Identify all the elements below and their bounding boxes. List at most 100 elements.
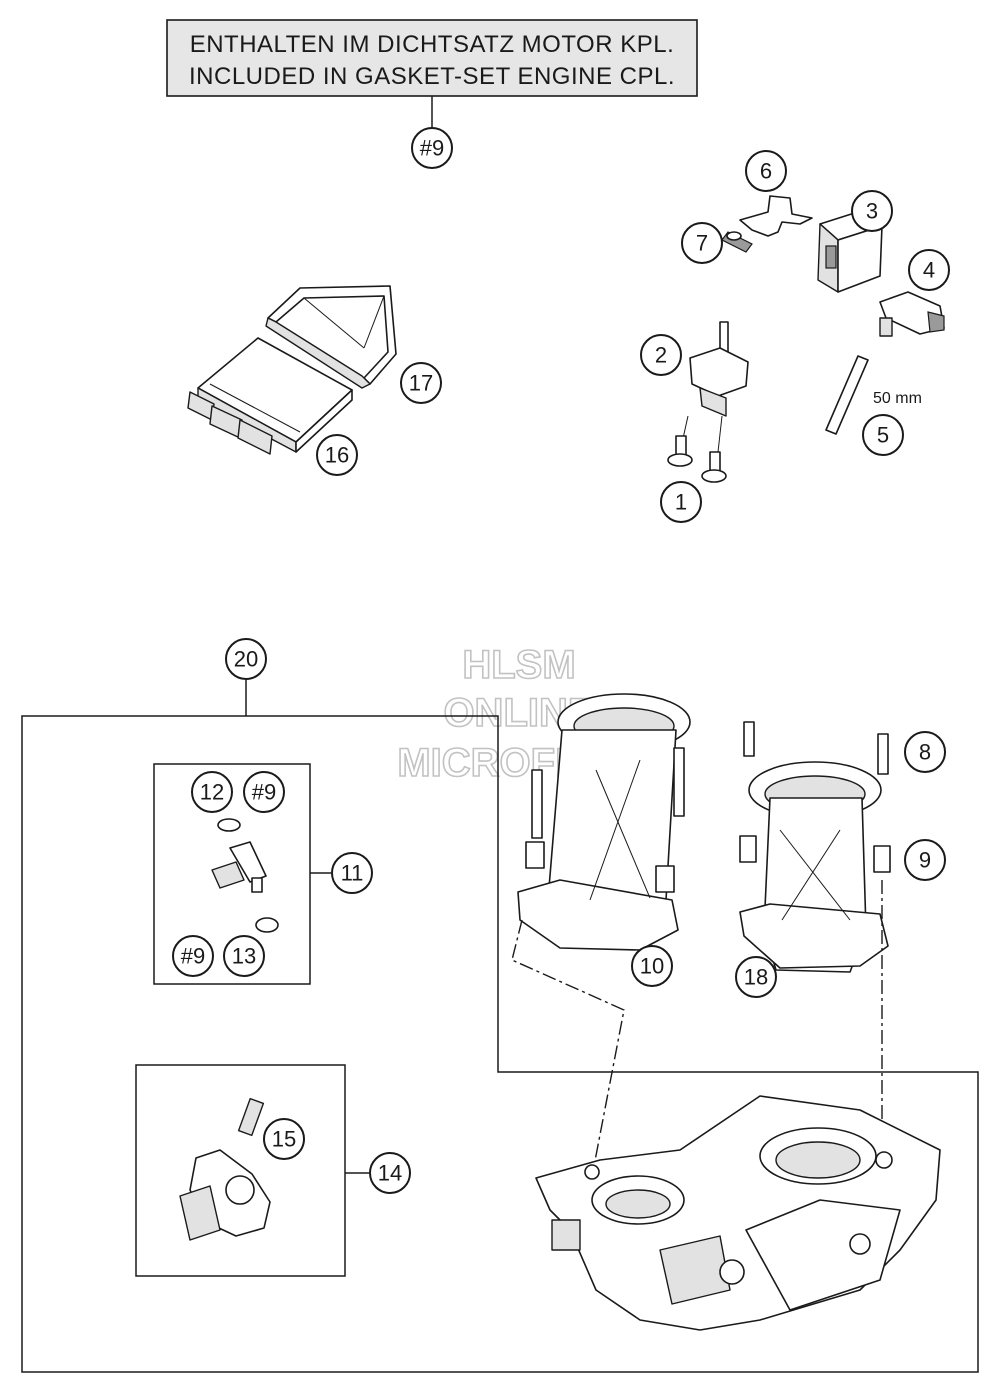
hose-length-label: 50 mm [873,390,922,407]
callout-gasket-set-upper-o-ring[interactable]: #9 [243,771,285,813]
screw-a-head [667,453,693,467]
callouts: #9 1 2 3 4 5 6 7 [172,127,950,1194]
svg-text:5: 5 [877,423,889,448]
holder-base [265,317,371,389]
runner-10-rib-a [595,769,651,899]
runner-10-bush-right [655,865,675,893]
callout-15[interactable]: 15 [263,1118,305,1160]
svg-text:12: 12 [200,780,224,805]
notice-box [166,19,698,97]
callout-14[interactable]: 14 [369,1152,411,1194]
assembly-frames [21,680,979,1373]
callout-gasket-set-lower-o-ring[interactable]: #9 [172,935,214,977]
assembly-lines [511,880,883,1167]
callout-13[interactable]: 13 [223,935,265,977]
svg-text:20: 20 [234,647,258,672]
runner-18-rib-a [779,829,851,921]
notice-line-german: ENTHALTEN IM DICHTSATZ MOTOR KPL. [190,31,675,58]
callout-9[interactable]: 9 [904,839,946,881]
svg-text:16: 16 [325,443,349,468]
injector-body [229,841,267,883]
fuel-injector [211,818,279,933]
callout-1[interactable]: 1 [660,481,702,523]
callout-gasket-set[interactable]: #9 [411,127,453,169]
runner-18-bolt-right [877,733,889,775]
svg-text:6: 6 [760,159,772,184]
svg-text:11: 11 [341,861,364,886]
throttle-position-sensor [679,321,749,471]
linkage-pivot [719,1259,745,1285]
callout-11[interactable]: 11 [331,852,373,894]
tps-screws [667,435,727,483]
svg-text:18: 18 [744,965,768,990]
svg-text:1: 1 [675,490,687,515]
callout-7[interactable]: 7 [681,222,723,264]
ecu-top-line [209,383,301,433]
throttle-body-assembly-frame [21,715,979,1373]
sensor-port [225,1175,255,1205]
svg-text:7: 7 [696,231,708,256]
injector-subassembly-frame [153,763,311,985]
throttle-return-spring [659,1235,731,1305]
svg-text:14: 14 [378,1161,402,1186]
callout-16[interactable]: 16 [316,434,358,476]
gasket-set-notice: ENTHALTEN IM DICHTSATZ MOTOR KPL. INCLUD… [166,19,698,128]
temp-sensor-plug [927,311,945,333]
callout-3[interactable]: 3 [851,190,893,232]
throttle-linkage-plate [745,1199,901,1311]
hose-segment [825,355,869,435]
runner-10-rib-b [589,759,641,901]
svg-text:9: 9 [919,848,931,873]
tps-body [699,387,727,417]
injector-o-ring-upper [217,818,241,832]
hose-50mm: 50 mm [825,355,922,435]
mount-point-left [584,1164,600,1180]
sensor-subassembly-frame [135,1064,346,1277]
sensor-socket [825,245,837,269]
intake-runner-left [517,693,691,951]
callout-4[interactable]: 4 [908,249,950,291]
callout-10[interactable]: 10 [631,945,673,987]
sensor-assembly [179,1097,271,1241]
runner-18-bush-right [873,845,891,873]
linkage-bolt [849,1233,871,1255]
mount-point-right [875,1151,893,1169]
callout-12[interactable]: 12 [191,771,233,813]
air-temp-sensor [879,291,945,337]
runner-10-bolt-left [531,769,543,839]
injector-o-ring-lower [255,917,279,933]
runner-18-bolt-left [743,721,755,757]
svg-text:3: 3 [866,199,878,224]
svg-text:4: 4 [923,258,935,283]
bracket-plate [739,195,813,237]
callout-5[interactable]: 5 [862,414,904,456]
notice-line-english: INCLUDED IN GASKET-SET ENGINE CPL. [189,63,675,90]
svg-text:8: 8 [919,740,931,765]
callout-6[interactable]: 6 [745,150,787,192]
callout-2[interactable]: 2 [640,334,682,376]
callout-8[interactable]: 8 [904,731,946,773]
svg-text:#9: #9 [420,136,444,161]
svg-text:10: 10 [640,954,664,979]
injector-connector [211,861,245,889]
throttle-body-bore-right-inner [775,1141,861,1179]
callout-17[interactable]: 17 [400,362,442,404]
callout-18[interactable]: 18 [735,956,777,998]
sensor-screw [237,1097,265,1137]
holder-inner-edge [303,297,365,349]
runner-18-bush-left [739,835,757,863]
callout-20[interactable]: 20 [225,638,267,680]
svg-text:17: 17 [409,371,433,396]
tps-flange [689,347,749,397]
sensor-plug [179,1185,221,1241]
holder-inner-edge-2 [363,295,385,349]
bracket-screw [721,231,753,253]
engine-control-unit [187,337,353,455]
ecu-end-face [295,389,353,453]
ecu-connector-c [237,419,273,455]
svg-text:#9: #9 [252,780,276,805]
temp-sensor-stem [879,317,893,337]
runner-10-bush-left [525,841,545,869]
